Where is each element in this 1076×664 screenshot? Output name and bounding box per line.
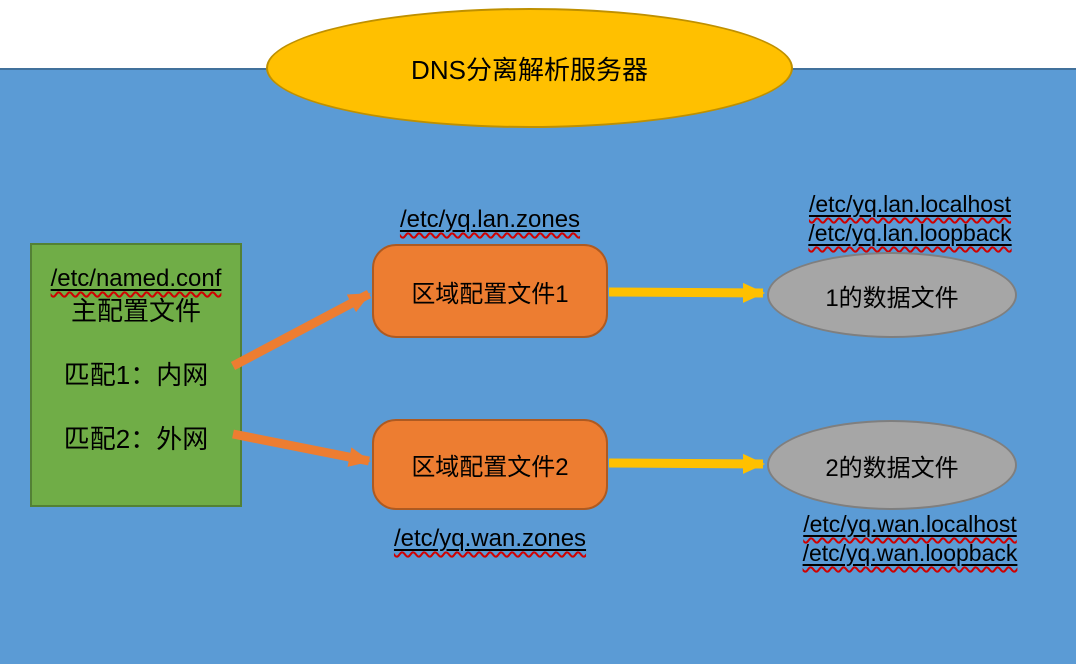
path-underline: /etc/yq.lan.loopback	[808, 220, 1011, 246]
main-config-match1: 匹配1：内网	[63, 360, 209, 390]
data2-path-loopback: /etc/yq.wan.loopback	[785, 539, 1035, 568]
data2-label: 2的数据文件	[825, 454, 959, 482]
zone1-path-label: /etc/yq.lan.zones	[372, 205, 608, 234]
data1-path-localhost: /etc/yq.lan.localhost	[785, 190, 1035, 219]
zone2-label: 区域配置文件2	[411, 454, 569, 481]
spacer	[32, 327, 240, 359]
data-file-ellipse-2: 2的数据文件	[767, 420, 1017, 510]
path-underline: /etc/yq.wan.zones	[394, 525, 586, 552]
path-squiggle: /etc/named.conf	[50, 265, 222, 292]
data1-path-loopback: /etc/yq.lan.loopback	[785, 219, 1035, 248]
data1-label: 1的数据文件	[825, 284, 959, 312]
zone-config-box-1: 区域配置文件1	[372, 244, 608, 338]
path-underline: /etc/named.conf	[51, 265, 222, 292]
spacer	[32, 391, 240, 423]
path-underline: /etc/yq.lan.zones	[400, 206, 580, 233]
path-squiggle: /etc/yq.wan.zones	[393, 525, 587, 552]
path-squiggle: /etc/yq.wan.localhost	[803, 511, 1017, 537]
path-squiggle: /etc/yq.lan.zones	[399, 206, 581, 233]
path-underline: /etc/yq.wan.localhost	[803, 511, 1017, 537]
path-underline: /etc/yq.lan.localhost	[809, 191, 1011, 217]
data-file-ellipse-1: 1的数据文件	[767, 252, 1017, 338]
title-ellipse: DNS分离解析服务器	[266, 8, 793, 128]
main-config-match2: 匹配2：外网	[63, 424, 209, 454]
data1-path-labels: /etc/yq.lan.localhost /etc/yq.lan.loopba…	[785, 190, 1035, 248]
main-config-path: /etc/named.conf	[32, 263, 240, 295]
zone-config-box-2: 区域配置文件2	[372, 419, 608, 510]
path-squiggle: /etc/yq.wan.loopback	[802, 540, 1018, 566]
data2-path-labels: /etc/yq.wan.localhost /etc/yq.wan.loopba…	[785, 510, 1035, 568]
path-underline: /etc/yq.wan.loopback	[803, 540, 1018, 566]
zone1-label: 区域配置文件1	[411, 280, 569, 308]
path-squiggle: /etc/yq.lan.localhost	[808, 191, 1011, 217]
main-config-box: /etc/named.conf 主配置文件 匹配1：内网 匹配2：外网	[30, 243, 242, 507]
path-squiggle: /etc/yq.lan.loopback	[808, 220, 1012, 246]
main-config-title: 主配置文件	[70, 296, 201, 326]
data2-path-localhost: /etc/yq.wan.localhost	[785, 510, 1035, 539]
diagram-title: DNS分离解析服务器	[411, 54, 648, 85]
zone2-path-label: /etc/yq.wan.zones	[372, 524, 608, 553]
